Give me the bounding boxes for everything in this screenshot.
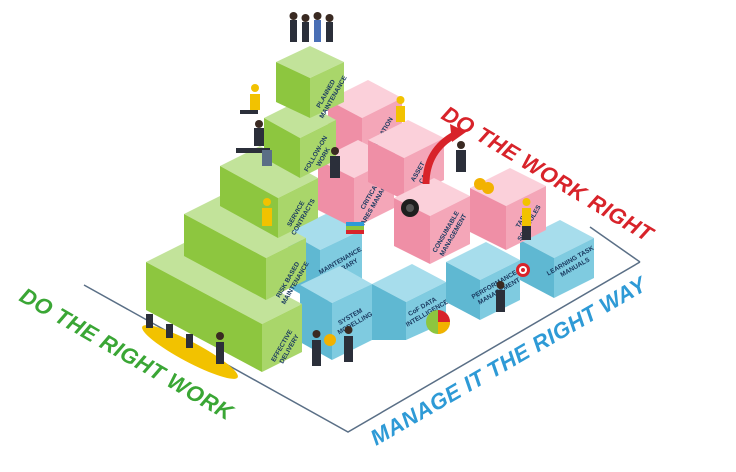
coins-figure <box>456 141 494 194</box>
tier-effective-delivery: EFFECTIVE DELIVERY <box>146 242 302 372</box>
block-system-modelling: SYSTEM MODELLING <box>300 266 374 360</box>
tier-planned-maintenance: PLANNED MAINTENANCE <box>276 46 349 120</box>
base-outline-back <box>589 226 641 263</box>
tier-risk-based-maintenance: RISK BASED MAINTENANCE <box>184 194 311 306</box>
desk-figure <box>236 120 272 166</box>
tier-service-contracts: SERVICE CONTRACTS <box>220 146 318 238</box>
arrow-up-icon <box>422 130 458 185</box>
worker-figure-2 <box>262 198 272 226</box>
worker-figure <box>240 84 260 114</box>
business-people-figures <box>289 12 334 42</box>
target-icon <box>516 263 530 277</box>
arrow-head-icon <box>450 124 466 142</box>
worker-figure-3 <box>396 96 405 122</box>
decorations <box>142 12 531 379</box>
tier-follow-on-work: FOLLOW-ON WORK <box>264 100 336 178</box>
gear-icon <box>324 334 336 346</box>
man-figure <box>330 147 340 178</box>
block-learning-task-manuals: LEARNING TASK MANUALS <box>520 220 595 298</box>
gear-people-figures <box>312 326 353 366</box>
block-cof-data-intelligence: CoF DATA INTELLIGENCE <box>372 264 450 340</box>
man-figure-2 <box>496 281 505 312</box>
block-performance-management: PERFORMANCE MANAGEMENT <box>446 242 522 320</box>
worker-figure-4 <box>522 198 531 240</box>
rowing-boat-figure <box>142 314 238 379</box>
green-staircase: EFFECTIVE DELIVERY RISK BASED MAINTENANC… <box>146 46 349 372</box>
pie-chart-icon <box>426 310 450 334</box>
books-icon <box>346 222 364 234</box>
